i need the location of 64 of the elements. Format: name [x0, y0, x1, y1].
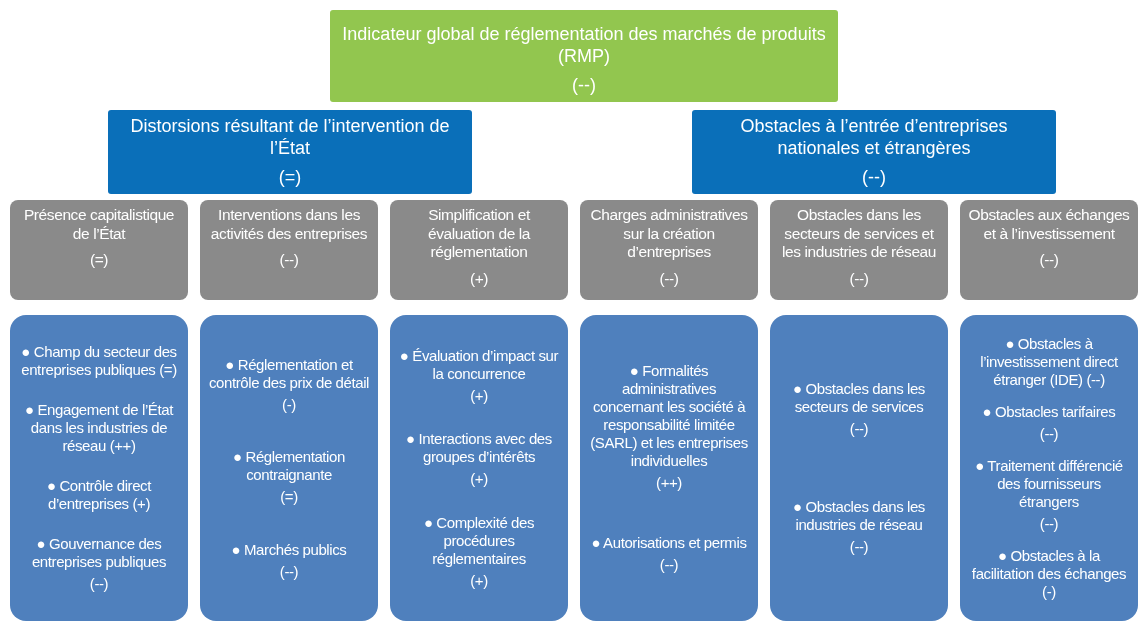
heading-text: Interventions dans les activités des entreprises	[209, 206, 369, 244]
score-text: (--)	[862, 167, 886, 189]
score-text: (+)	[470, 386, 488, 405]
score-text: (--)	[572, 75, 596, 97]
subindicator-box	[580, 315, 758, 621]
domain-box	[390, 200, 568, 300]
domain-box	[960, 200, 1138, 300]
score-text: (+)	[470, 470, 488, 488]
score-text: (=)	[89, 251, 109, 270]
score-text: (+)	[469, 269, 489, 289]
item-text: ● Engagement de l’État dans les industries de réseau (++)	[24, 401, 175, 455]
category-box	[692, 110, 1056, 194]
score-text: (--)	[849, 537, 869, 556]
score-text: (-)	[282, 395, 296, 414]
item-text: ● Obstacles dans les secteurs de services	[792, 380, 926, 417]
score-text: (--)	[849, 420, 869, 439]
item-text: ● Marchés publics	[231, 540, 347, 559]
heading-text: Obstacles aux échanges et à l’investissement	[968, 206, 1130, 244]
score-text: (--)	[89, 575, 109, 593]
heading-text: Présence capitalistique de l’État	[22, 206, 176, 244]
subindicator-box	[960, 315, 1138, 621]
score-text: (--)	[659, 269, 679, 289]
domain-box	[770, 200, 948, 300]
heading-text: Charges administratives sur la création d’entreprises	[589, 206, 749, 262]
score-text: (++)	[656, 474, 682, 493]
score-text: (+)	[470, 571, 488, 590]
item-text: ● Interactions avec des groupes d’intérêts	[405, 430, 553, 466]
item-text: ● Obstacles tarifaires	[982, 403, 1116, 421]
category-box	[108, 110, 472, 194]
item-text: ● Contrôle direct d’entreprises (+)	[46, 477, 153, 513]
score-text: (--)	[279, 251, 299, 270]
subindicator-box	[200, 315, 378, 621]
score-text: (--)	[1039, 425, 1059, 443]
heading-text: Obstacles dans les secteurs de services et les industries de réseau	[780, 206, 938, 262]
score-text: (--)	[659, 555, 679, 574]
item-text: ● Complexité des procédures réglementaires	[422, 513, 536, 568]
item-text: ● Autorisations et permis	[591, 533, 747, 552]
root-indicator-box	[330, 10, 838, 102]
item-text: ● Obstacles à l’investissement direct étranger (IDE) (--)	[979, 335, 1119, 389]
domain-box	[200, 200, 378, 300]
score-text: (--)	[849, 269, 869, 289]
domain-box	[580, 200, 758, 300]
subindicator-box	[770, 315, 948, 621]
subindicator-box	[390, 315, 568, 621]
score-text: (=)	[278, 167, 302, 189]
item-text: ● Formalités administratives concernant les société à responsabilité limitée (SARL) et les entreprises individuelles	[589, 362, 749, 471]
score-text: (--)	[279, 562, 299, 581]
subindicator-box	[10, 315, 188, 621]
item-text: ● Obstacles à la facilitation des échanges (-)	[970, 547, 1128, 601]
domain-box	[10, 200, 188, 300]
item-text: ● Réglementation et contrôle des prix de détail	[207, 355, 371, 392]
item-text: ● Gouvernance des entreprises publiques	[30, 535, 168, 571]
heading-text: Indicateur global de réglementation des marchés de produits (RMP)	[341, 24, 827, 68]
heading-text: Distorsions résultant de l’intervention de l’État	[129, 116, 451, 160]
item-text: ● Réglementation contraignante	[232, 448, 346, 484]
item-text: ● Obstacles dans les industries de réseau	[792, 497, 926, 534]
heading-text: Obstacles à l’entrée d’entreprises nationales et étrangères	[739, 116, 1009, 160]
score-text: (--)	[1039, 251, 1059, 270]
heading-text: Simplification et évaluation de la réglementation	[426, 206, 532, 262]
score-text: (=)	[280, 488, 298, 506]
item-text: ● Traitement différencié des fournisseurs étrangers	[974, 457, 1124, 511]
score-text: (--)	[1039, 515, 1059, 533]
item-text: ● Champ du secteur des entreprises publiques (=)	[20, 343, 178, 379]
item-text: ● Évaluation d’impact sur la concurrence	[398, 346, 560, 383]
